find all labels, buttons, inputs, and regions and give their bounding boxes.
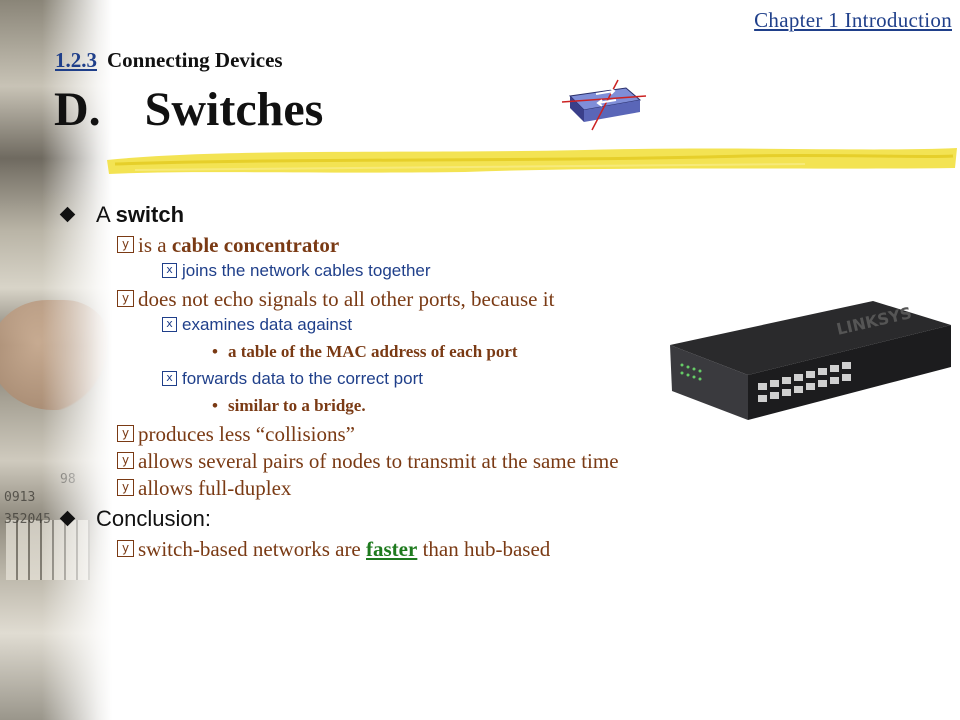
bullet-text: joins the network cables together xyxy=(182,261,431,280)
slide-title: D. Switches xyxy=(54,82,323,137)
highlighter-brush-stroke xyxy=(107,148,957,174)
bullet-text: than hub-based xyxy=(417,537,551,561)
bullet-text: A xyxy=(96,202,116,227)
linksys-switch-photo: LINKSYS xyxy=(670,301,951,420)
decorative-photo-strip: 0913 352045 98 xyxy=(0,0,112,720)
bullet-conclusion: Conclusion: xyxy=(59,504,660,534)
bullet-collisions: y produces less “collisions” xyxy=(60,423,660,445)
y-checkbox-bullet-icon: y xyxy=(117,425,134,442)
x-checkbox-bullet-icon: x xyxy=(162,371,177,386)
bullet-full-duplex: y allows full-duplex xyxy=(60,477,660,499)
chapter-link[interactable]: Chapter 1 Introduction xyxy=(754,8,952,32)
switch-icon xyxy=(556,78,648,134)
faster-keyword: faster xyxy=(366,537,418,561)
bullet-text: allows several pairs of nodes to transmi… xyxy=(138,449,619,473)
bullet-a-switch: A switch xyxy=(59,200,660,230)
strip-fade xyxy=(42,0,112,720)
bullet-keyword: switch xyxy=(115,202,185,227)
bullet-text: examines data against xyxy=(182,315,353,334)
bullet-text: allows full-duplex xyxy=(138,476,292,500)
bullet-text: a table of the MAC address of each port xyxy=(228,342,518,361)
title-text: Switches xyxy=(144,83,324,136)
y-checkbox-bullet-icon: y xyxy=(117,479,134,496)
x-checkbox-bullet-icon: x xyxy=(162,317,177,332)
bullet-mac-table: • a table of the MAC address of each por… xyxy=(60,342,660,362)
bullet-text: similar to a bridge. xyxy=(228,396,366,415)
bullet-cable-concentrator: y is a cable concentrator xyxy=(60,234,660,256)
section-heading: 1.2.3 Connecting Devices xyxy=(55,48,283,73)
bullet-list: A switch y is a cable concentrator x joi… xyxy=(59,200,660,565)
bullet-keyword: cable concentrator xyxy=(171,233,340,257)
diamond-bullet-icon xyxy=(59,510,76,527)
dot-bullet-icon: • xyxy=(212,396,218,415)
title-letter: D. xyxy=(54,83,101,136)
y-checkbox-bullet-icon: y xyxy=(117,236,134,253)
bullet-text: switch-based networks are xyxy=(138,537,367,561)
y-checkbox-bullet-icon: y xyxy=(117,452,134,469)
bullet-faster: y switch-based networks are faster than … xyxy=(60,538,660,560)
section-title: Connecting Devices xyxy=(107,48,283,72)
bullet-forwards: x forwards data to the correct port xyxy=(60,369,660,389)
bullet-text: does not echo signals to all other ports… xyxy=(138,287,555,311)
bullet-text: Conclusion: xyxy=(96,506,211,531)
bullet-joins: x joins the network cables together xyxy=(60,261,660,281)
bullet-text: forwards data to the correct port xyxy=(182,369,423,388)
bullet-text: produces less “collisions” xyxy=(138,422,355,446)
background-number: 0913 xyxy=(4,490,36,505)
bullet-examines: x examines data against xyxy=(60,315,660,335)
dot-bullet-icon: • xyxy=(212,342,218,361)
x-checkbox-bullet-icon: x xyxy=(162,263,177,278)
section-number-link[interactable]: 1.2.3 xyxy=(55,48,97,72)
diamond-bullet-icon xyxy=(59,206,76,223)
y-checkbox-bullet-icon: y xyxy=(117,540,134,557)
bullet-no-echo: y does not echo signals to all other por… xyxy=(60,288,660,310)
y-checkbox-bullet-icon: y xyxy=(117,290,134,307)
bullet-bridge: • similar to a bridge. xyxy=(60,396,660,416)
bullet-text: is a xyxy=(138,233,172,257)
bullet-several-pairs: y allows several pairs of nodes to trans… xyxy=(60,450,660,472)
background-number: 352045 xyxy=(4,512,51,527)
